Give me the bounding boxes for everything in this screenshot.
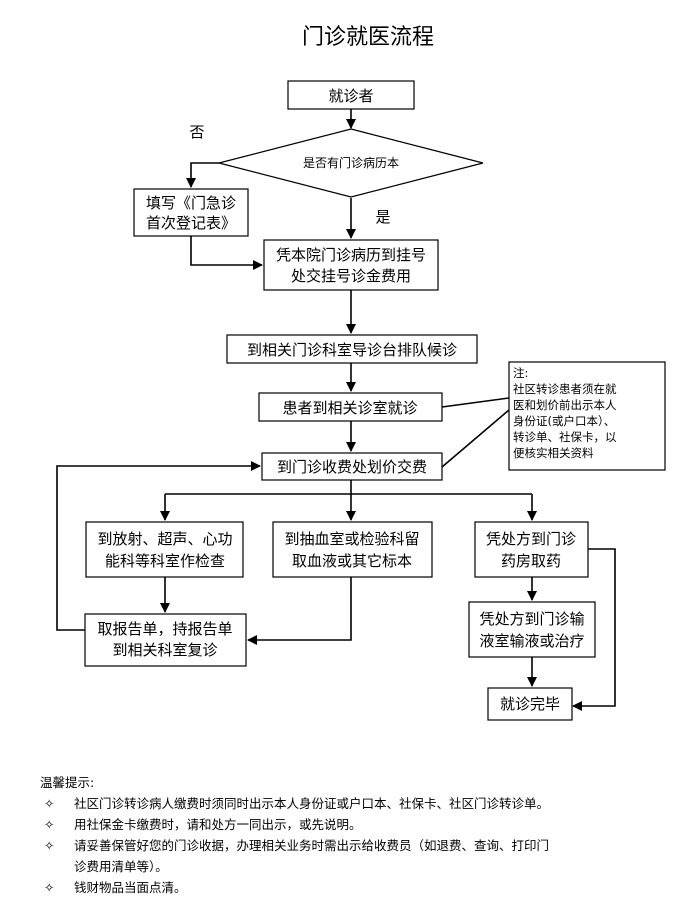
label-no: 否 [189,123,204,141]
node-register: 凭本院门诊病历到挂号 处交挂号诊金费用 [263,239,439,291]
node-fill-form-line-1: 填写《门急诊 [146,194,236,212]
node-patient: 就诊者 [287,80,415,110]
node-done: 就诊完毕 [487,687,573,721]
node-exam-line-1: 到放射、超声、心功 [97,530,232,548]
tip-item: ✧ 请妥善保管好您的门诊收据，办理相关业务时需出示给收费员（如退费、查询、打印门… [40,835,680,877]
tip-text-line: 请妥善保管好您的门诊收据，办理相关业务时需出示给收费员（如退费、查询、打印门 [74,838,550,853]
node-decision-label: 是否有门诊病历本 [303,155,399,170]
node-report: 取报告单，持报告单 到相关科室复诊 [84,613,247,667]
note-line-3: 身份证(或户口本）、 [513,414,615,428]
note-line-1: 社区转诊患者须在就 [513,382,617,396]
tip-text: 用社保金卡缴费时，请和处方一同出示，或先说明。 [74,817,362,832]
node-pharmacy-line-2: 药房取药 [501,552,561,570]
node-report-line-2: 到相关科室复诊 [112,641,217,659]
page-title: 门诊就医流程 [302,25,434,50]
node-fill-form-line-2: 首次登记表》 [146,214,236,232]
tip-text-line: 诊费用清单等）。 [74,859,168,874]
tips-heading: 温馨提示: [40,775,95,790]
tip-bullet: ✧ [44,817,55,832]
tip-item: ✧ 用社保金卡缴费时，请和处方一同出示，或先说明。 [40,814,680,835]
note-heading: 注: [513,366,528,380]
tip-text: 社区门诊转诊病人缴费时须同时出示本人身份证或户口本、社保卡、社区门诊转诊单。 [74,796,550,811]
node-register-line-2: 处交挂号诊金费用 [291,267,411,285]
node-sample-line-1: 到抽血室或检验科留 [284,530,419,548]
note-box: 注: 社区转诊患者须在就 医和划价前出示本人 身份证(或户口本）、 转诊单、社保… [508,361,666,471]
node-fill-form: 填写《门急诊 首次登记表》 [133,188,249,237]
node-infusion-line-2: 液室输液或治疗 [479,632,584,650]
node-payment-label: 到门诊收费处划价交费 [277,458,427,476]
node-payment: 到门诊收费处划价交费 [261,452,443,481]
node-pharmacy: 凭处方到门诊 药房取药 [474,521,589,578]
tip-item: ✧ 社区门诊转诊病人缴费时须同时出示本人身份证或户口本、社保卡、社区门诊转诊单。 [40,793,680,814]
node-pharmacy-line-1: 凭处方到门诊 [486,530,576,548]
tip-bullet: ✧ [44,880,55,895]
tip-item: ✧ 钱财物品当面点清。 [40,877,680,898]
node-patient-label: 就诊者 [328,87,373,105]
note-line-2: 医和划价前出示本人 [513,398,617,412]
node-queue: 到相关门诊科室导诊台排队候诊 [226,334,478,364]
node-report-line-1: 取报告单，持报告单 [97,620,232,638]
node-done-label: 就诊完毕 [500,695,560,713]
node-sample-line-2: 取血液或其它标本 [292,552,412,570]
note-line-5: 便核实相关资料 [513,446,594,460]
note-line-4: 转诊单、社保卡，以 [513,430,617,444]
tip-text: 钱财物品当面点清。 [74,880,187,895]
node-consult: 患者到相关诊室就诊 [258,392,443,422]
node-exam: 到放射、超声、心功 能科等科室作检查 [85,521,244,578]
node-consult-label: 患者到相关诊室就诊 [282,399,417,417]
node-infusion: 凭处方到门诊输 液室输液或治疗 [468,601,596,658]
connectors [56,109,616,711]
node-exam-line-2: 能科等科室作检查 [105,552,225,570]
tip-bullet: ✧ [44,796,55,811]
node-decision: 是否有门诊病历本 [218,128,484,198]
node-infusion-line-1: 凭处方到门诊输 [479,610,584,628]
node-register-line-1: 凭本院门诊病历到挂号 [276,246,426,264]
label-yes: 是 [375,208,390,226]
node-queue-label: 到相关门诊科室导诊台排队候诊 [247,341,457,359]
node-sample: 到抽血室或检验科留 取血液或其它标本 [272,521,433,578]
tip-text: 请妥善保管好您的门诊收据，办理相关业务时需出示给收费员（如退费、查询、打印门 诊… [74,835,680,877]
tip-bullet: ✧ [44,838,55,853]
tips-section: 温馨提示: ✧ 社区门诊转诊病人缴费时须同时出示本人身份证或户口本、社保卡、社区… [40,772,680,898]
